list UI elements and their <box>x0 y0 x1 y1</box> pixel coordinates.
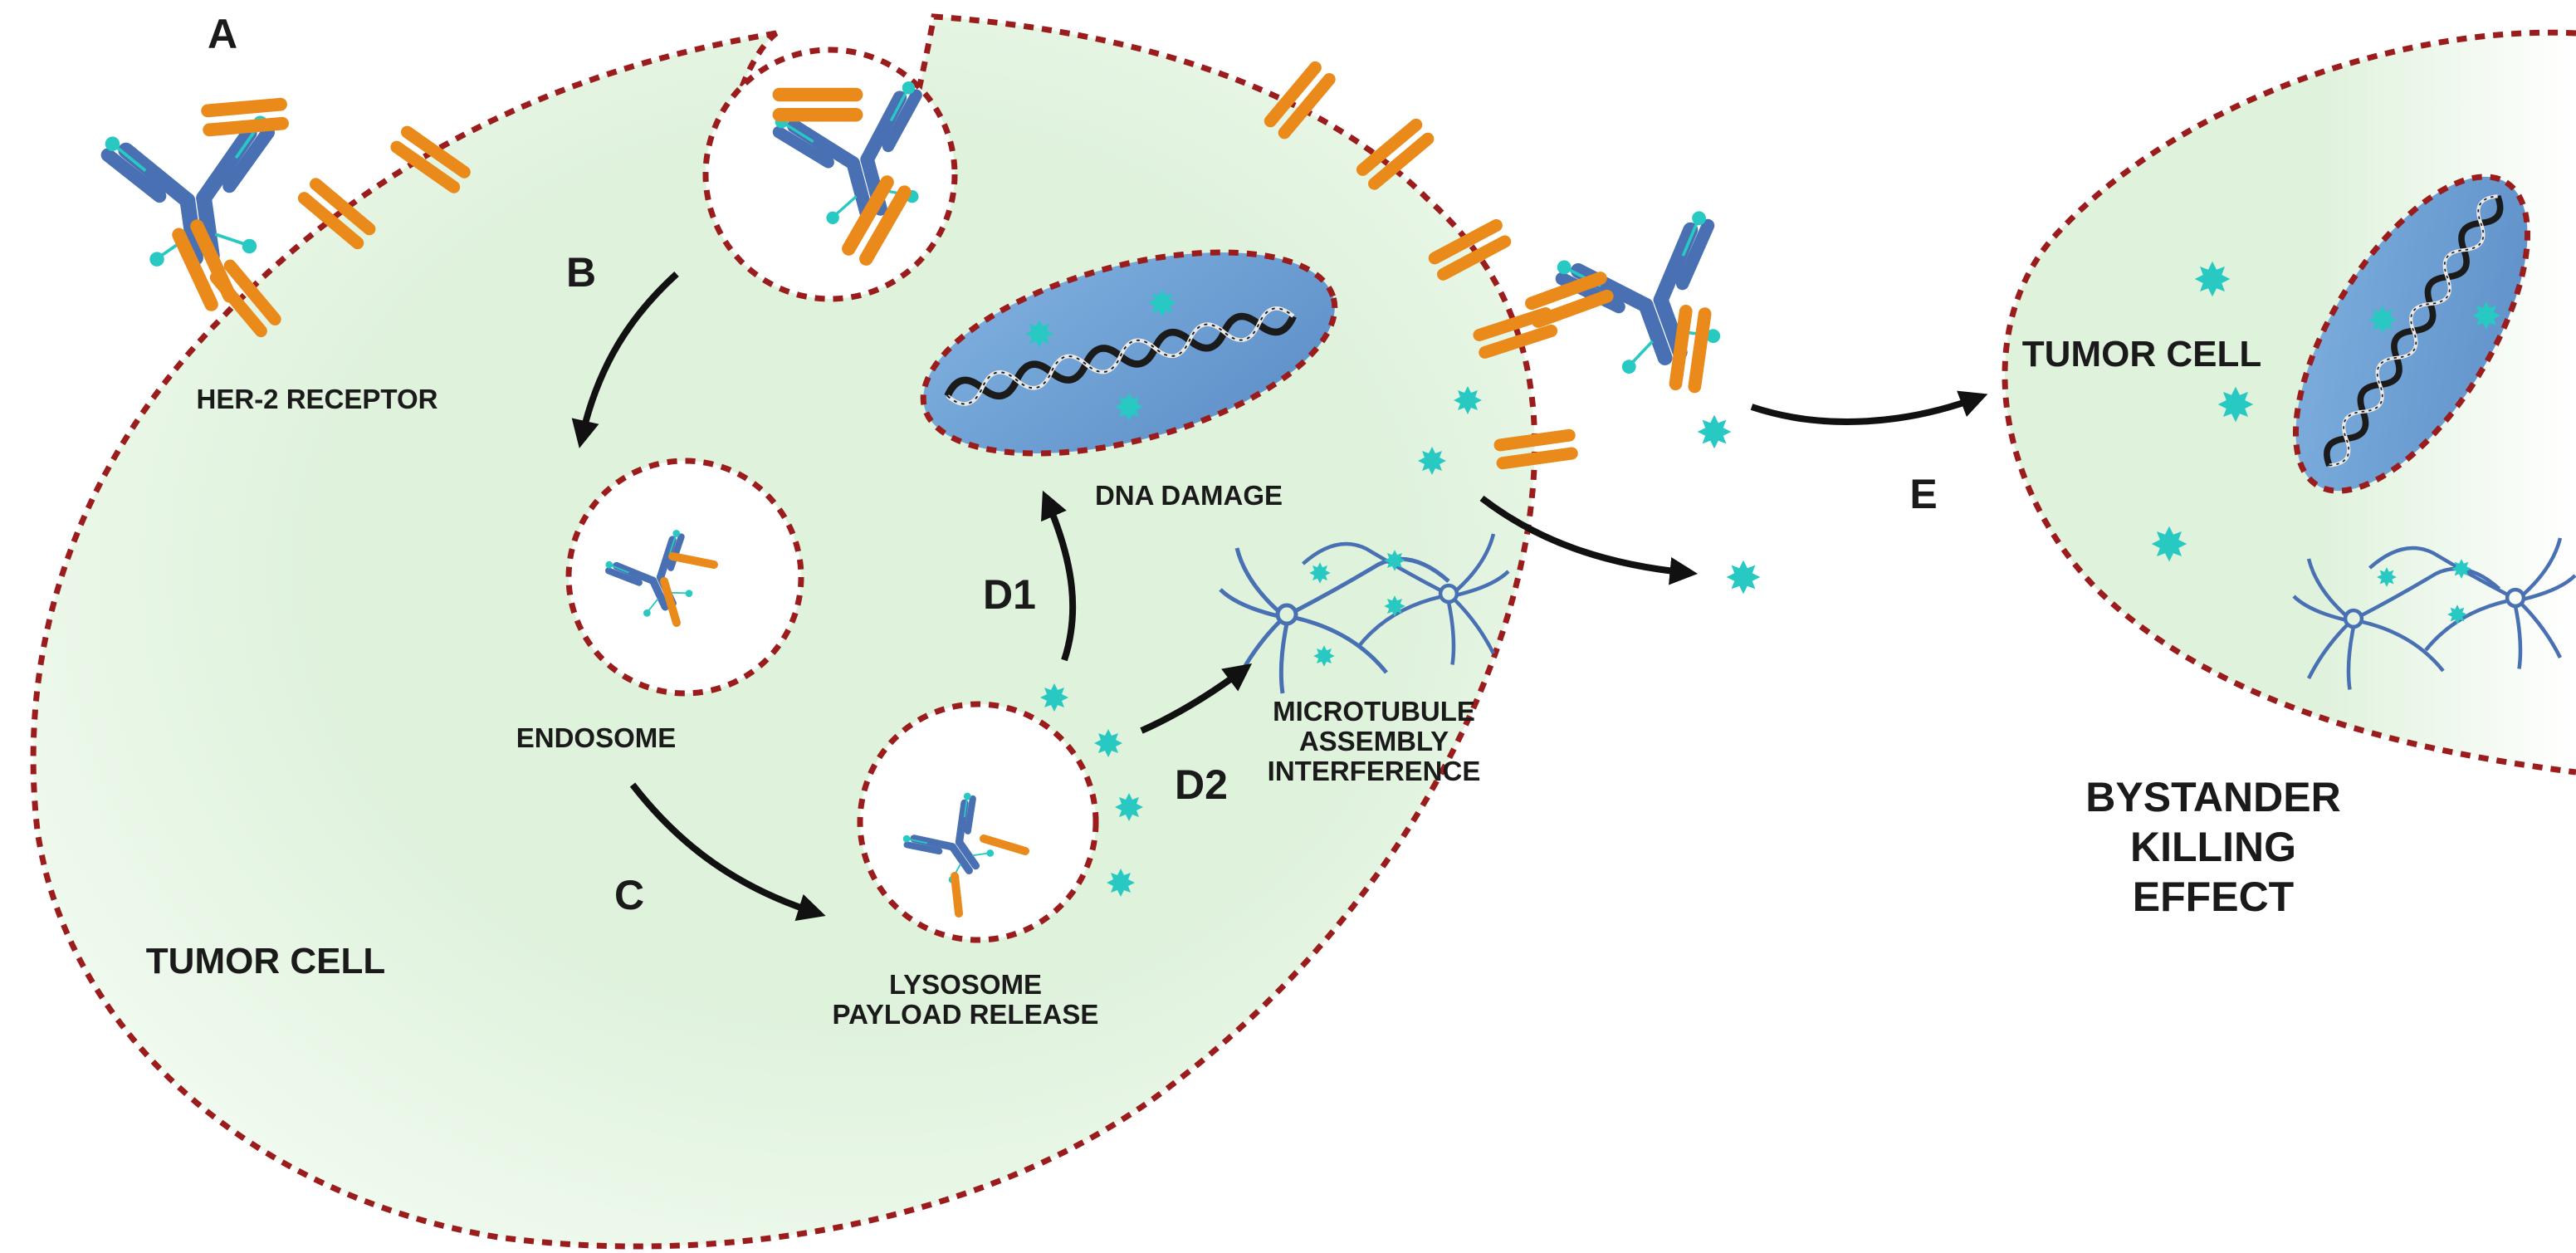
cytotoxic-payload-icon <box>2151 526 2187 562</box>
arrow-c <box>629 782 826 921</box>
cytotoxic-payload-icon <box>1107 869 1135 897</box>
microtubule-label-line2: ASSEMBLY <box>1299 726 1449 756</box>
cytotoxic-payload-icon <box>1115 393 1143 421</box>
endosome-label: ENDOSOME <box>516 722 677 753</box>
antibody-drug-conjugate-icon <box>105 115 286 271</box>
cytotoxic-payload-icon <box>1726 560 1761 595</box>
microtubule-label-line3: INTERFERENCE <box>1268 756 1481 786</box>
cytotoxic-payload-icon <box>1384 595 1405 617</box>
entry-vesicle <box>702 46 958 302</box>
her2-receptor-icon <box>1500 435 1572 463</box>
bystander-label-line1: BYSTANDER <box>2085 774 2340 820</box>
cytotoxic-payload-icon <box>1384 550 1405 571</box>
her2-receptor-label: HER-2 RECEPTOR <box>197 384 438 414</box>
arrow-e <box>1750 390 1988 425</box>
dna-damage-label: DNA DAMAGE <box>1095 480 1283 511</box>
bystander-label-line2: KILLING <box>2130 824 2296 870</box>
adc-binding-site-a <box>105 105 286 305</box>
step-label-d2: D2 <box>1175 761 1228 808</box>
cytotoxic-payload-icon <box>1454 386 1482 414</box>
arrow-d1 <box>1041 490 1077 662</box>
arrow-b <box>571 272 679 448</box>
cytotoxic-payload-icon <box>1313 645 1335 667</box>
cytotoxic-payload-icon <box>2377 567 2397 587</box>
step-label-a: A <box>208 11 237 57</box>
lysosome-label-line1: LYSOSOME <box>889 969 1042 1000</box>
step-label-d1: D1 <box>983 571 1036 618</box>
cytotoxic-payload-icon <box>1148 289 1176 317</box>
cytotoxic-payload-icon <box>1025 320 1053 348</box>
cytotoxic-payload-icon <box>1309 562 1331 584</box>
her2-receptor-icon <box>1675 311 1704 387</box>
cytotoxic-payload-icon <box>2217 386 2254 423</box>
step-label-c: C <box>614 872 644 918</box>
cytotoxic-payload-icon <box>1094 729 1122 757</box>
right-cell-nucleus <box>2292 174 2531 494</box>
arrow-d2 <box>1140 663 1253 734</box>
her2-receptor-icon <box>1532 278 1607 321</box>
lysosome <box>857 701 1099 943</box>
cytotoxic-payload-icon <box>2472 301 2500 330</box>
cytotoxic-payload-icon <box>1697 414 1732 449</box>
antibody-drug-conjugate-icon <box>1555 209 1747 384</box>
bystander-label-line3: EFFECT <box>2133 874 2294 920</box>
step-label-b: B <box>566 249 596 296</box>
arrow-escape <box>1479 495 1699 585</box>
cytotoxic-payload-icon <box>1040 683 1068 712</box>
right-tumor-cell-membrane <box>2002 29 2576 776</box>
cytotoxic-payload-icon <box>2447 604 2467 624</box>
cytotoxic-payload-icon <box>2368 306 2397 334</box>
endosome <box>565 458 804 697</box>
cytotoxic-payload-icon <box>1115 793 1143 821</box>
cytotoxic-payload-icon <box>2194 261 2231 297</box>
cytotoxic-payload-icon <box>2451 559 2471 579</box>
her2-receptor-icon <box>208 105 282 130</box>
nucleus <box>920 249 1338 457</box>
tumor-cell-label-right: TUMOR CELL <box>2022 334 2261 374</box>
adc-binding-site-right <box>1532 209 1747 386</box>
cytotoxic-payload-icon <box>1418 447 1446 475</box>
step-label-e: E <box>1909 471 1937 517</box>
microtubule-label-line1: MICROTUBULE <box>1273 696 1475 727</box>
lysosome-label-line2: PAYLOAD RELEASE <box>833 999 1099 1030</box>
tumor-cell-label-left: TUMOR CELL <box>146 941 385 981</box>
